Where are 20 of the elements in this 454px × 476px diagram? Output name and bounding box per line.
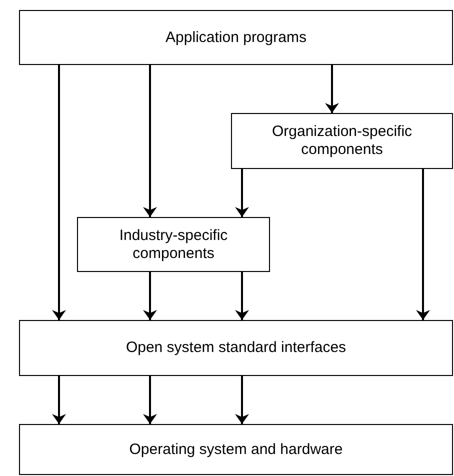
process-box <box>19 424 453 475</box>
box-label: Open system standard interfaces <box>126 339 346 357</box>
arrow <box>143 272 157 320</box>
arrow <box>143 376 157 424</box>
arrow <box>235 272 249 320</box>
process-box <box>77 217 270 272</box>
process-box <box>19 320 453 376</box>
arrow <box>235 169 249 217</box>
box-label: Application programs <box>166 28 306 46</box>
arrow <box>143 65 157 217</box>
box-label: Organization-specific components <box>270 123 414 159</box>
process-box <box>19 10 453 65</box>
arrow <box>52 376 66 424</box>
arrow <box>416 169 430 320</box>
arrow <box>325 65 339 113</box>
box-label: Industry-specific components <box>118 226 229 262</box>
process-box <box>231 113 453 169</box>
arrow <box>52 65 66 320</box>
arrow <box>235 376 249 424</box>
box-label: Operating system and hardware <box>129 440 343 458</box>
